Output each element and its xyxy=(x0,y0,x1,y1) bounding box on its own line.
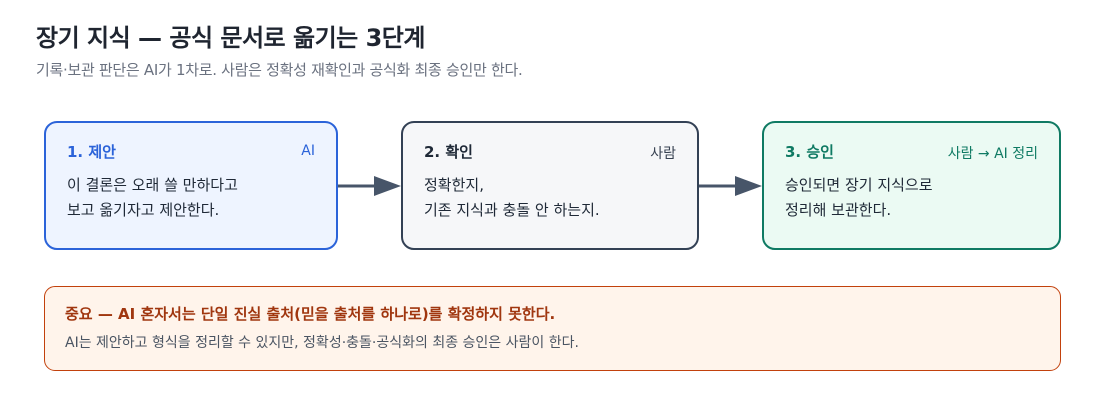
step-verify-description: 정확한지, 기존 지식과 충돌 안 하는지. xyxy=(424,173,600,223)
important-notice: 중요 — AI 혼자서는 단일 진실 출처(믿을 출처를 하나로)를 확정하지 … xyxy=(44,286,1061,371)
step-approve-box: 3. 승인 사람 → AI 정리 승인되면 장기 지식으로 정리해 보관한다. xyxy=(762,121,1061,250)
page-subtitle: 기록·보관 판단은 AI가 1차로. 사람은 정확성 재확인과 공식화 최종 승… xyxy=(36,61,523,79)
step-verify-desc-line: 정확한지, xyxy=(424,176,484,194)
arrow-right-icon xyxy=(699,176,762,196)
notice-body: AI는 제안하고 형식을 정리할 수 있지만, 정확성·충돌·공식화의 최종 승… xyxy=(65,335,579,351)
step-approve-name: 3. 승인 xyxy=(785,143,834,161)
step-propose-actor: AI xyxy=(301,143,315,159)
step-propose-box: 1. 제안 AI 이 결론은 오래 쓸 만하다고 보고 옮기자고 제안한다. xyxy=(44,121,338,250)
arrow-right-icon xyxy=(338,176,401,196)
step-propose-desc-line: 이 결론은 오래 쓸 만하다고 xyxy=(67,176,238,194)
step-verify-actor: 사람 xyxy=(650,146,676,162)
notice-heading: 중요 — AI 혼자서는 단일 진실 출처(믿을 출처를 하나로)를 확정하지 … xyxy=(65,305,556,323)
step-approve-actor: 사람 → AI 정리 xyxy=(947,146,1038,162)
step-propose-desc-line: 보고 옮기자고 제안한다. xyxy=(67,201,220,219)
step-approve-description: 승인되면 장기 지식으로 정리해 보관한다. xyxy=(785,173,933,223)
step-propose-description: 이 결론은 오래 쓸 만하다고 보고 옮기자고 제안한다. xyxy=(67,173,238,223)
step-verify-desc-line: 기존 지식과 충돌 안 하는지. xyxy=(424,201,600,219)
step-propose-name: 1. 제안 xyxy=(67,143,116,161)
page-title: 장기 지식 — 공식 문서로 옮기는 3단계 xyxy=(36,24,425,52)
step-verify-box: 2. 확인 사람 정확한지, 기존 지식과 충돌 안 하는지. xyxy=(401,121,699,250)
step-approve-desc-line: 승인되면 장기 지식으로 xyxy=(785,176,933,194)
step-approve-desc-line: 정리해 보관한다. xyxy=(785,201,892,219)
step-verify-name: 2. 확인 xyxy=(424,143,473,161)
